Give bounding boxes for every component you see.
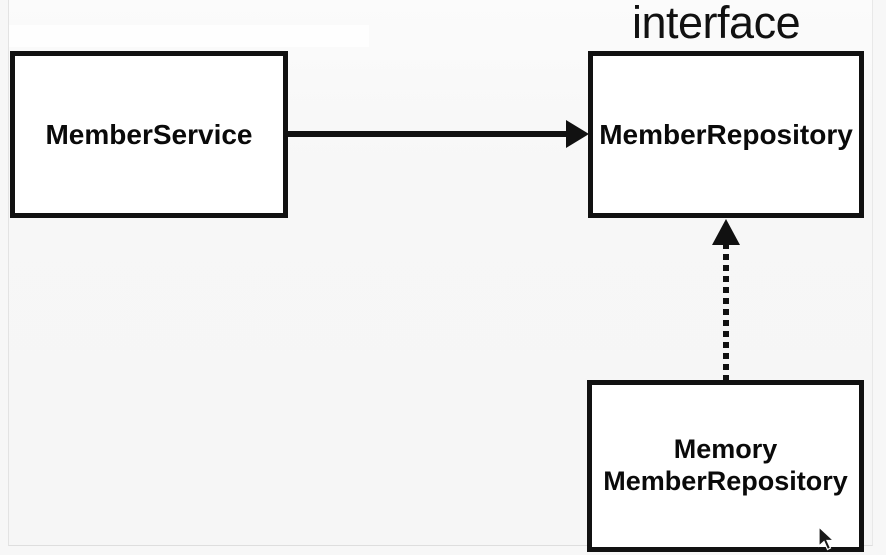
uml-node-member-repository-label: MemberRepository [599, 118, 853, 150]
edge-memory-implements-repository-line [723, 243, 729, 381]
uml-node-member-service-label: MemberService [45, 118, 253, 150]
uml-node-member-service[interactable]: MemberService [10, 51, 288, 218]
edge-memory-implements-repository-arrowhead-icon [712, 219, 740, 245]
uml-node-memory-member-repository-label-line2: MemberRepository [603, 466, 848, 496]
interface-annotation-label: interface [632, 0, 801, 48]
ghost-overlay-band [9, 25, 369, 47]
edge-service-to-repository-arrowhead-icon [566, 120, 589, 148]
uml-node-memory-member-repository-label: Memory MemberRepository [603, 434, 848, 498]
uml-node-memory-member-repository-label-line1: Memory [673, 434, 778, 465]
uml-node-memory-member-repository[interactable]: Memory MemberRepository [587, 380, 864, 552]
faded-residual-text [28, 0, 628, 24]
edge-service-to-repository-line [288, 131, 576, 137]
uml-node-member-repository[interactable]: MemberRepository [588, 51, 864, 218]
